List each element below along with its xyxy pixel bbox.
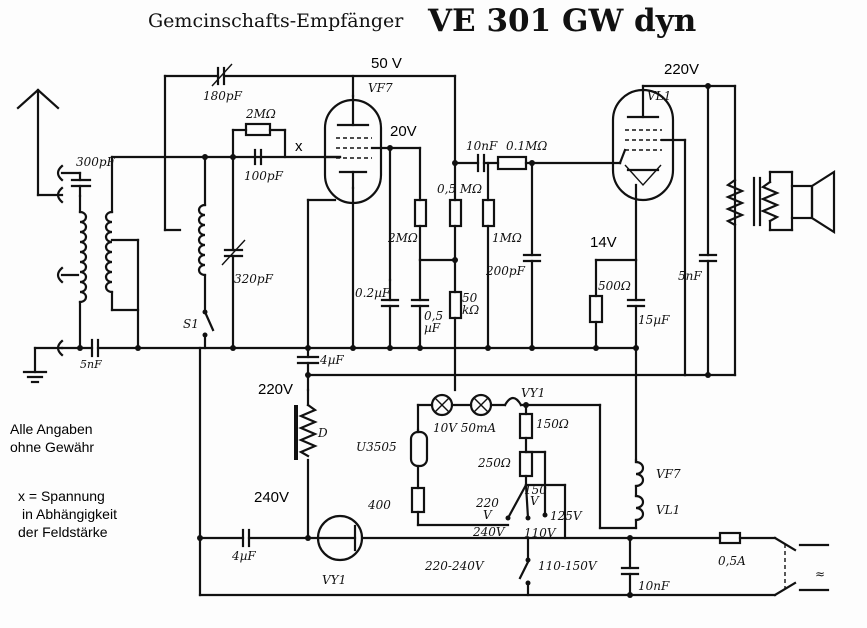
disclaimer-note: Alle Angaben ohne Gewähr	[10, 420, 94, 456]
voltage-50v: 50 V	[371, 55, 402, 72]
label-vl1: VL1	[647, 89, 671, 103]
reaction-coil	[163, 155, 207, 312]
voltage-20v: 20V	[390, 123, 417, 140]
voltage-240v: 240V	[254, 489, 289, 506]
label-0-5uf-a: 0,5	[424, 309, 443, 323]
mains-switch	[773, 536, 830, 597]
filament-coils	[598, 458, 645, 530]
label-10nf: 10nF	[466, 139, 498, 153]
tube-vl1	[611, 84, 687, 377]
label-150ohm: 150Ω	[536, 417, 569, 431]
tuning-capacitor-320pf	[221, 155, 246, 350]
label-choke-d: D	[317, 426, 328, 440]
label-tap150-b: V	[530, 494, 540, 508]
label-tap110: 110V	[524, 526, 557, 540]
label-0-1mohm: 0.1MΩ	[506, 139, 547, 153]
label-5nf-ground: 5nF	[80, 358, 102, 371]
switch-s1	[202, 309, 215, 350]
label-2mohm-grid: 2MΩ	[245, 107, 276, 121]
capacitor-10nf-mains	[620, 536, 640, 597]
x-legend-line-1: x = Spannung	[18, 488, 105, 504]
label-tap150-a: 150	[524, 483, 547, 497]
choke-d	[294, 388, 318, 540]
label-heater-vf7: VF7	[656, 467, 681, 481]
label-0-2uf: 0.2µF	[355, 286, 391, 300]
ground-symbol	[22, 339, 64, 384]
label-400: 400	[367, 498, 391, 512]
capacitor-0-2uf	[380, 278, 400, 350]
label-4uf-bottom: 4µF	[231, 549, 256, 563]
label-200pf: 200pF	[485, 264, 526, 278]
disclaimer-line-1: Alle Angaben	[10, 421, 93, 437]
label-vy1-rect: VY1	[322, 573, 346, 587]
capacitor-0-5uf	[410, 258, 430, 350]
label-sel-lo: 110-150V	[538, 559, 598, 573]
x-legend-line-3: der Feldstärke	[18, 524, 108, 540]
label-250ohm: 250Ω	[477, 456, 511, 470]
label-15uf: 15µF	[638, 313, 670, 327]
heater-chain	[416, 393, 602, 540]
label-tap240: 240V	[472, 525, 506, 539]
label-tap220-b: V	[483, 508, 493, 522]
coupling-network	[453, 153, 622, 350]
x-legend: x = Spannung in Abhängigkeit der Feldstä…	[18, 487, 117, 541]
x-marker: x	[295, 138, 303, 155]
cathode-network	[588, 183, 646, 462]
label-4uf-top: 4µF	[319, 353, 344, 367]
label-300pf: 300pF	[76, 155, 116, 169]
label-50-a: 50	[462, 291, 478, 305]
barretter-u3505	[409, 428, 510, 527]
title-prefix: Gemcinschafts-Empfänger	[148, 10, 404, 32]
label-heater-vl1: VL1	[656, 503, 680, 517]
label-s1: S1	[183, 317, 199, 331]
label-fuse: 0,5A	[718, 554, 746, 568]
label-50-b: kΩ	[462, 303, 479, 317]
label-lamp: 10V 50mA	[433, 421, 496, 435]
label-100pf: 100pF	[244, 169, 284, 183]
label-vy1-heater: VY1	[521, 386, 545, 400]
label-180pf: 180pF	[203, 89, 243, 103]
label-sel-hi: 220-240V	[424, 559, 485, 573]
tube-vf7	[323, 74, 392, 205]
label-10nf-mains: 10nF	[638, 579, 670, 593]
mains-selector-switch	[518, 536, 531, 597]
resistor-0-5mohm	[448, 198, 463, 392]
label-0-5mohm: 0,5 MΩ	[437, 182, 482, 196]
label-1mohm: 1MΩ	[492, 231, 522, 245]
tap-selector	[505, 483, 567, 521]
label-320pf: 320pF	[234, 272, 274, 286]
capacitor-5nf-output	[698, 253, 718, 377]
label-5nf-output: 5nF	[678, 269, 702, 283]
voltage-220v-left: 220V	[258, 381, 293, 398]
x-legend-line-2: in Abhängigkeit	[22, 506, 117, 522]
rectifier-vy1	[316, 514, 722, 562]
reaction-line	[163, 63, 457, 232]
grid-leak	[231, 122, 287, 166]
title-model: VE 301 GW dyn	[427, 3, 696, 39]
label-u3505: U3505	[356, 440, 397, 454]
antenna-coil	[56, 194, 88, 350]
label-mains: ≈	[815, 567, 825, 581]
disclaimer-line-2: ohne Gewähr	[10, 439, 95, 455]
voltage-14v: 14V	[590, 234, 617, 251]
speaker	[790, 169, 836, 235]
resistor-2mohm-screen	[413, 146, 457, 262]
capacitor-200pf	[522, 161, 542, 350]
antenna-symbol	[16, 88, 82, 204]
label-2mohm-screen: 2MΩ	[387, 231, 418, 245]
output-transformer	[725, 170, 794, 232]
label-vf7: VF7	[368, 81, 393, 95]
label-500ohm: 500Ω	[598, 279, 631, 293]
fuse	[718, 531, 777, 545]
label-tap125: 125V	[550, 509, 583, 523]
label-tap220-a: 220	[475, 496, 499, 510]
capacitor-300pf	[70, 171, 92, 198]
label-0-5uf-b: µF	[424, 321, 441, 335]
voltage-220v-top: 220V	[664, 61, 699, 78]
junction-dots	[77, 83, 711, 598]
tuned-coil	[104, 155, 140, 350]
